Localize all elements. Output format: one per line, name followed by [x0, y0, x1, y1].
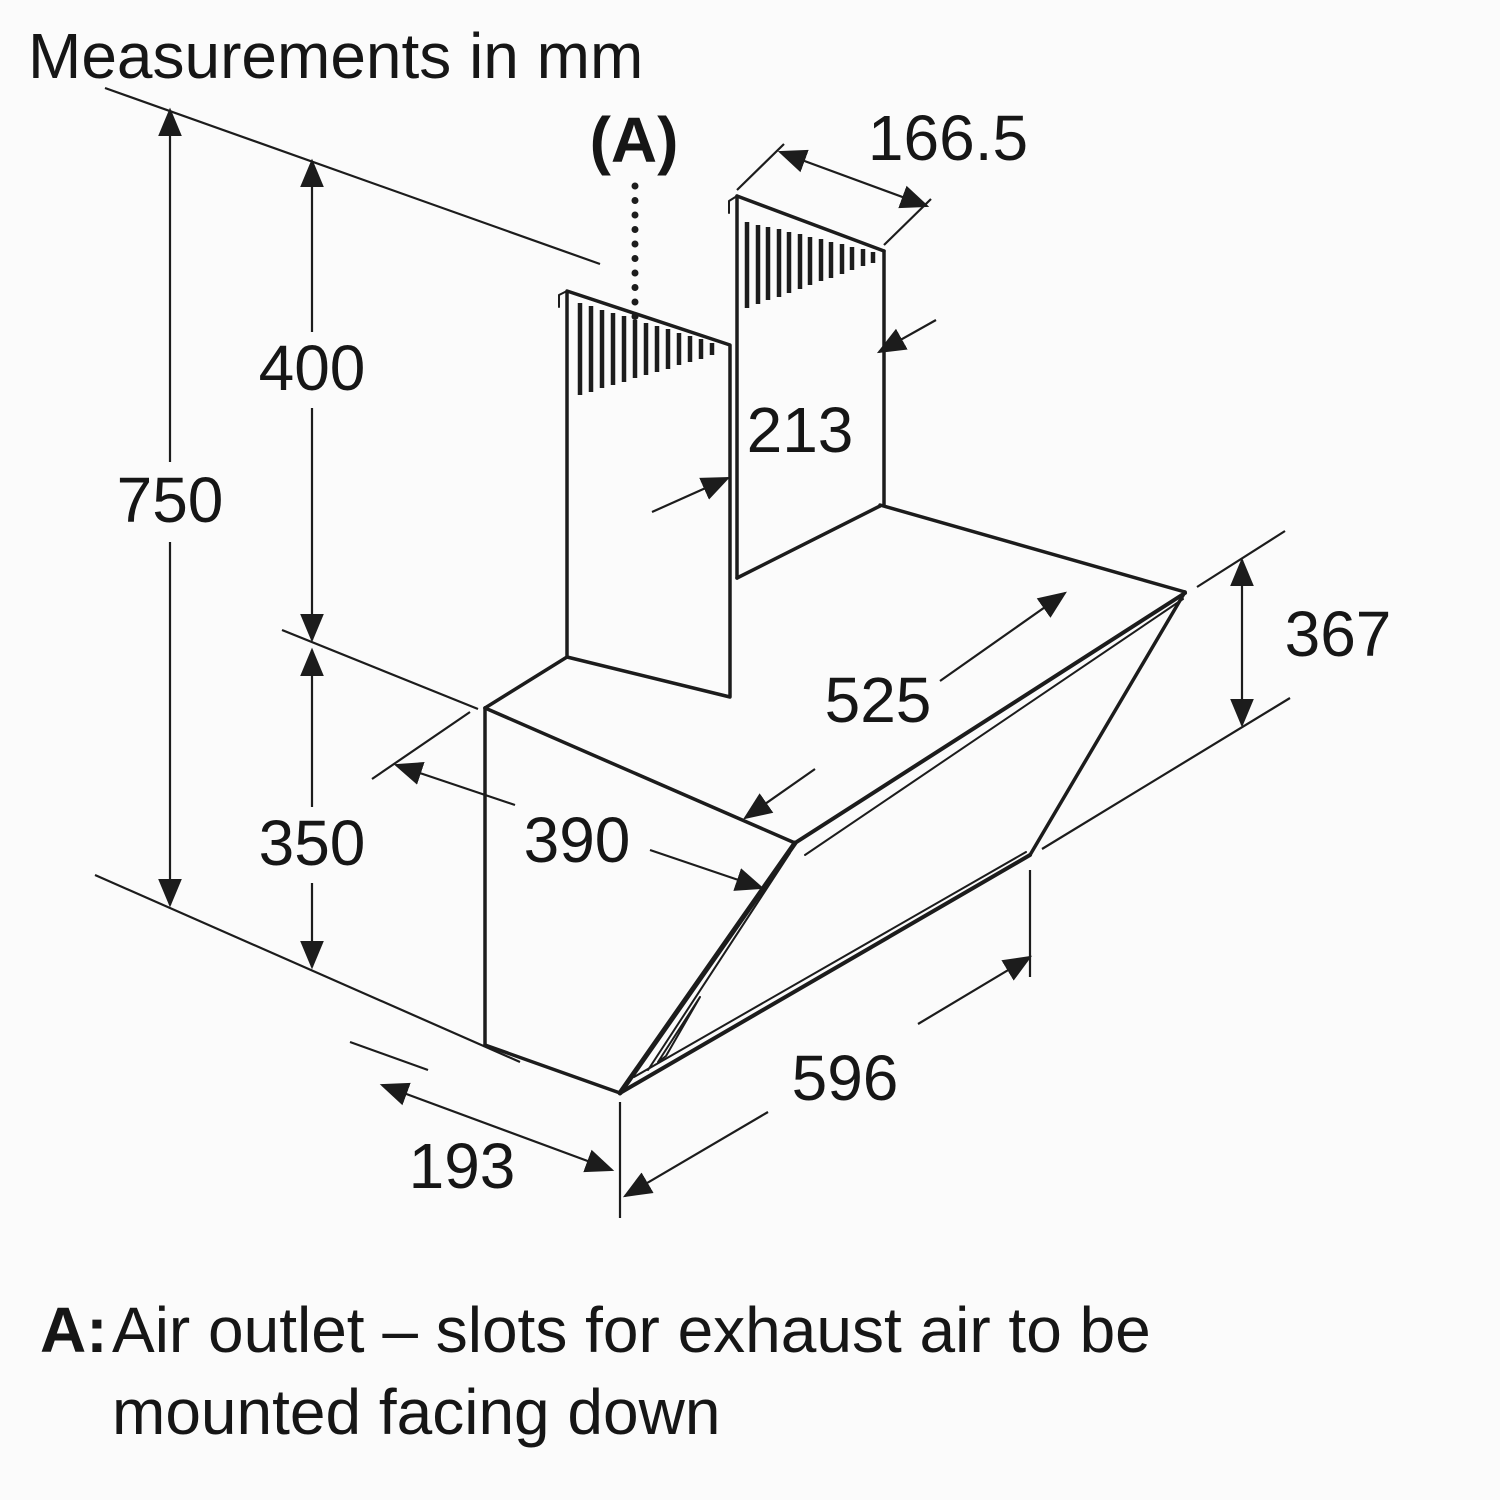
- upper-duct-bottom-edge: [735, 504, 882, 580]
- diagram-title: Measurements in mm: [28, 20, 643, 92]
- dimension-596: 596: [618, 870, 1033, 1218]
- body-bottom-edge: [483, 1043, 622, 1095]
- dimension-525: 525: [743, 591, 1067, 820]
- dimension-193: 193: [349, 1040, 615, 1202]
- label-166-5: 166.5: [868, 102, 1028, 174]
- label-525: 525: [825, 664, 932, 736]
- chimney-upper-duct: [728, 194, 886, 580]
- hood-top-reference-line: [281, 628, 479, 711]
- note-line1: Air outlet – slots for exhaust air to be: [112, 1294, 1151, 1366]
- air-outlet-slots-lower: [577, 303, 715, 395]
- label-400: 400: [259, 332, 366, 404]
- upper-duct-top-rim: [735, 194, 886, 253]
- glass-bottom-edge: [618, 853, 1032, 1095]
- top-face-back-edge: [483, 655, 569, 710]
- note-label: A:: [40, 1294, 108, 1366]
- dimension-213: 213: [651, 319, 937, 514]
- glass-left-edge: [617, 840, 798, 1096]
- label-213: 213: [747, 394, 854, 466]
- label-193: 193: [409, 1130, 516, 1202]
- note-line2: mounted facing down: [112, 1376, 720, 1448]
- air-outlet-slots-upper: [744, 222, 876, 308]
- label-750: 750: [117, 464, 224, 536]
- glass-left-highlight: [657, 996, 701, 1063]
- glass-right-edge: [1028, 590, 1187, 857]
- dimension-166-5: 166.5: [736, 102, 1028, 246]
- top-face-right-edge: [878, 503, 1187, 594]
- label-350: 350: [259, 807, 366, 879]
- lower-duct-wall-thickness: [558, 290, 568, 308]
- label-367: 367: [1285, 598, 1392, 670]
- hood-bottom-reference-line: [94, 873, 521, 1064]
- glass-top-edge-inner: [804, 598, 1184, 856]
- upper-duct-wall-thickness: [728, 195, 738, 214]
- label-596: 596: [792, 1042, 899, 1114]
- dimension-350: 350: [259, 647, 366, 970]
- label-390: 390: [524, 804, 631, 876]
- note: A: Air outlet – slots for exhaust air to…: [40, 1294, 1151, 1448]
- top-reference-line: [104, 86, 601, 266]
- glass-top-edge: [793, 591, 1187, 845]
- glass-left-edge-inner: [647, 852, 791, 1071]
- dimension-390: 390: [371, 711, 765, 891]
- lower-duct-outline: [565, 289, 732, 699]
- air-outlet-callout-label: (A): [590, 104, 679, 176]
- dimension-400: 400: [259, 158, 366, 643]
- top-face-left-edge: [483, 706, 797, 845]
- glass-bottom-edge-inner: [633, 851, 1027, 1078]
- dimension-750: 750: [117, 107, 224, 908]
- chimney-lower-duct: [558, 289, 732, 699]
- dimension-367: 367: [1041, 530, 1392, 850]
- glass-panel: [617, 590, 1187, 1096]
- hood-body: [483, 503, 1187, 1095]
- callout-A: (A): [590, 104, 679, 334]
